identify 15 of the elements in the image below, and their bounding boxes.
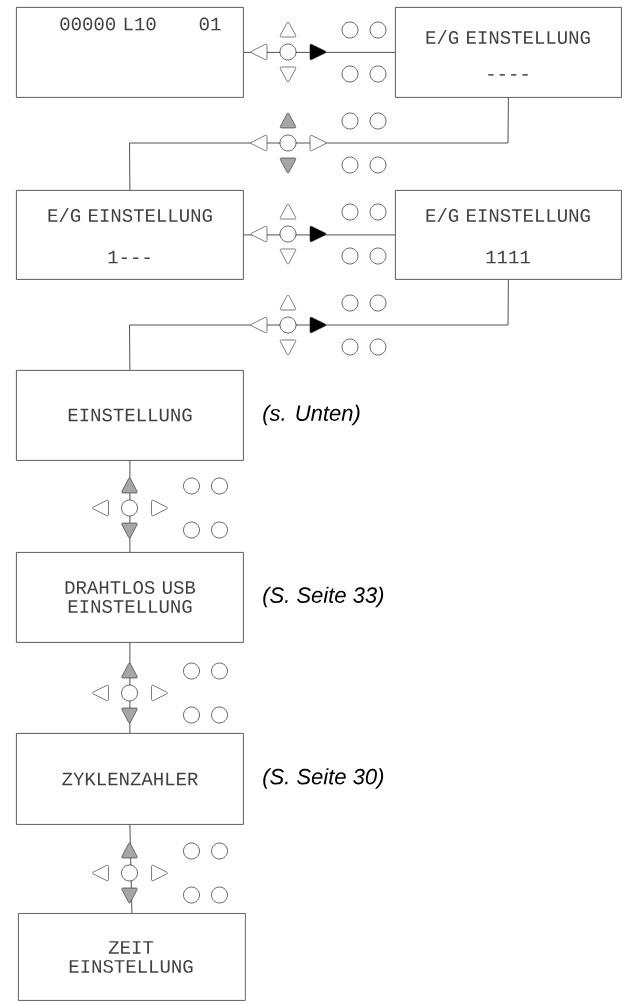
display-box: EINSTELLUNG	[16, 370, 244, 461]
connector-line	[129, 460, 131, 553]
display-box: 00000 L10 01	[16, 7, 244, 98]
page-reference: (S. Seite 33)	[263, 586, 384, 608]
display-box: E/G EINSTELLUNG ----	[395, 7, 622, 98]
page-reference: (s. Unten)	[263, 404, 360, 426]
connector-line	[129, 279, 509, 371]
display-box: E/G EINSTELLUNG 1---	[16, 190, 244, 280]
connector-line	[129, 824, 133, 914]
display-box: DRAHTLOS USB EINSTELLUNG	[16, 552, 244, 643]
connector-line	[129, 97, 509, 191]
display-box: ZEIT EINSTELLUNG	[18, 913, 246, 1001]
page-reference: (S. Seite 30)	[263, 768, 384, 789]
display-box: ZYKLENZAHLER	[16, 733, 244, 825]
display-box: E/G EINSTELLUNG 1111	[395, 190, 622, 280]
